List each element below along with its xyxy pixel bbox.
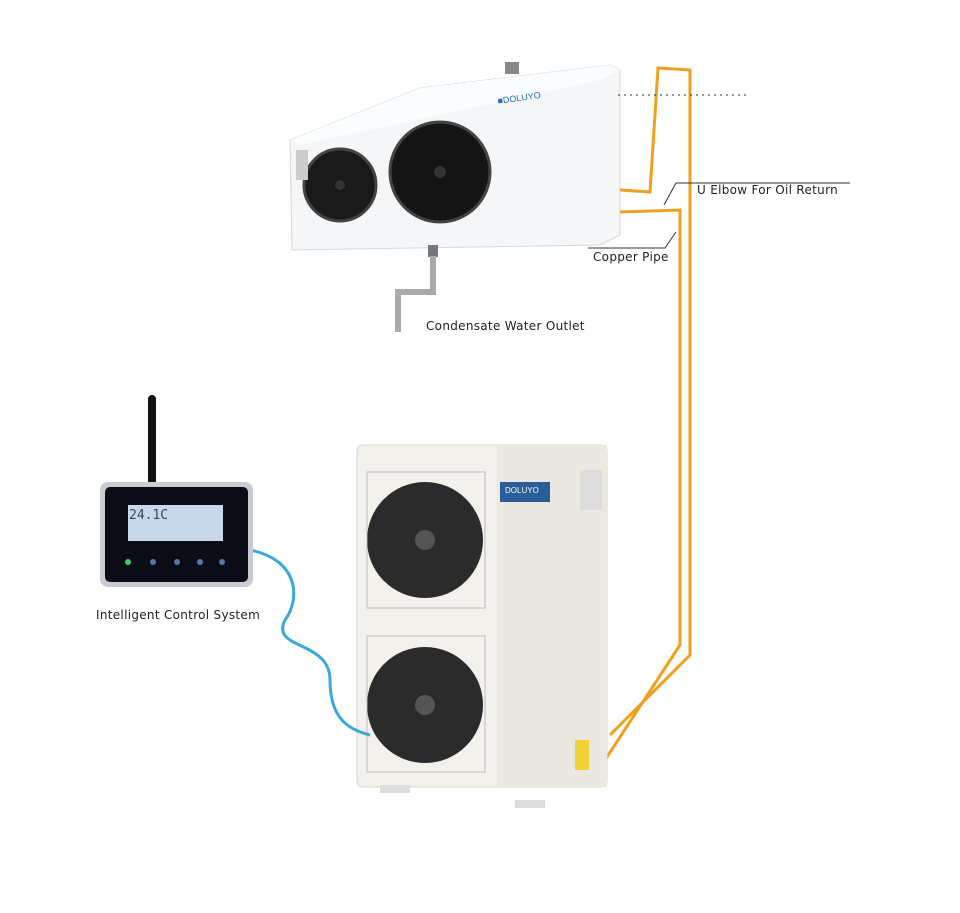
label-controller: Intelligent Control System bbox=[96, 608, 261, 622]
condensing-unit bbox=[356, 444, 608, 808]
label-condensate: Condensate Water Outlet bbox=[426, 319, 585, 333]
copper-pipe bbox=[603, 66, 692, 761]
controller-display: 24.1C bbox=[129, 508, 169, 523]
control-cable bbox=[249, 548, 371, 737]
label-u-elbow: U Elbow For Oil Return bbox=[697, 183, 839, 197]
controller-device bbox=[100, 395, 253, 587]
unit-logo: DOLUYO bbox=[505, 486, 539, 495]
condensate-pipe bbox=[395, 256, 436, 332]
label-copper-pipe: Copper Pipe bbox=[593, 250, 669, 264]
antenna-icon bbox=[148, 395, 156, 485]
evaporator-unit bbox=[289, 62, 621, 257]
